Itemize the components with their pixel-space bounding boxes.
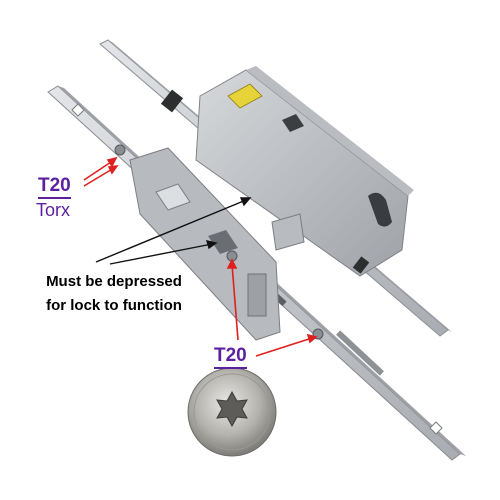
t20-screw-closeup-icon (187, 367, 277, 457)
red-arrow-bottom (226, 258, 318, 357)
strip-screw-top (114, 144, 126, 156)
lock-case-body (160, 66, 414, 277)
t20-label-bottom: T20 (214, 346, 247, 369)
black-arrows-note (95, 197, 252, 265)
t20-label-top: T20 (38, 176, 71, 199)
note-must-be-depressed: Must be depressed for lock to function (30, 270, 198, 318)
note-line-2: for lock to function (46, 297, 182, 314)
torx-label: Torx (36, 200, 71, 220)
red-arrow-top (83, 156, 119, 187)
note-line-1: Must be depressed (46, 273, 182, 290)
front-mechanism-block (129, 147, 281, 341)
